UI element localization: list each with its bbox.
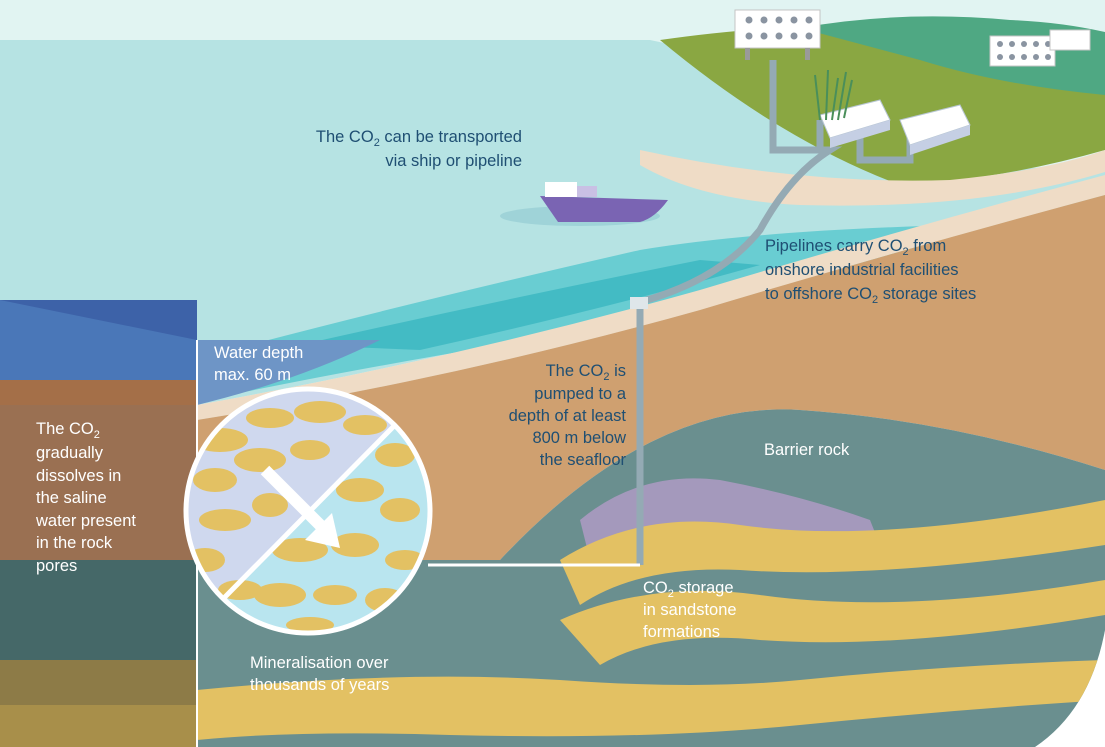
label-dissolves-2: gradually [36, 444, 104, 462]
sandstone-band-3 [197, 660, 1105, 740]
reeds [814, 69, 853, 121]
label-storage: CO2 storage [643, 579, 734, 600]
label-dissolves: The CO2 [36, 420, 100, 441]
sea-deep-band-2 [300, 260, 760, 350]
label-mineralisation-2: thousands of years [250, 676, 389, 694]
arrow-icon [260, 465, 340, 548]
sandstone-band-2 [560, 580, 1105, 665]
section-ocean-top [0, 300, 197, 380]
beach-sand [640, 150, 1105, 206]
label-water-depth: Water depth [214, 344, 303, 362]
label-pumped-5: the seafloor [540, 451, 627, 469]
wellhead [630, 297, 648, 309]
section-sandstone [0, 660, 197, 705]
co2-capture-plant [734, 9, 821, 60]
label-dissolves-5: water present [35, 512, 136, 530]
water-depth-panel [197, 340, 380, 405]
barrier-rock-layer [197, 409, 1105, 747]
section-barrier [0, 560, 197, 660]
label-storage-3: formations [643, 623, 720, 641]
label-mineralisation: Mineralisation over [250, 654, 389, 672]
pipeline [636, 60, 843, 565]
label-dissolves-7: pores [36, 557, 77, 575]
ship-icon [500, 182, 668, 226]
section-sand [0, 380, 197, 405]
label-barrier-rock: Barrier rock [764, 441, 850, 459]
label-dissolves-4: the saline [36, 489, 107, 507]
label-pipelines-2: onshore industrial facilities [765, 261, 959, 279]
co2-plume [580, 478, 880, 560]
label-pipelines: Pipelines carry CO2 from [765, 237, 946, 258]
sandstone-band-1 [560, 500, 1105, 605]
label-pumped-4: 800 m below [532, 429, 626, 447]
label-dissolves-3: dissolves in [36, 467, 121, 485]
label-transport: The CO2 can be transported [316, 128, 522, 149]
label-transport-2: via ship or pipeline [385, 152, 522, 170]
label-storage-2: in sandstone [643, 601, 737, 619]
label-pumped-2: pumped to a [534, 385, 627, 403]
label-pumped: The CO2 is [546, 362, 626, 383]
section-sediment [0, 405, 197, 560]
label-pipelines-3: to offshore CO2 storage sites [765, 285, 976, 306]
rock-pore-magnifier [183, 386, 433, 636]
section-bottom [0, 705, 197, 747]
processing-halls [819, 99, 971, 155]
co2-capture-plant-2 [989, 29, 1091, 67]
label-pumped-3: depth of at least [509, 407, 627, 425]
label-water-depth-2: max. 60 m [214, 366, 291, 384]
label-dissolves-6: in the rock [36, 534, 113, 552]
